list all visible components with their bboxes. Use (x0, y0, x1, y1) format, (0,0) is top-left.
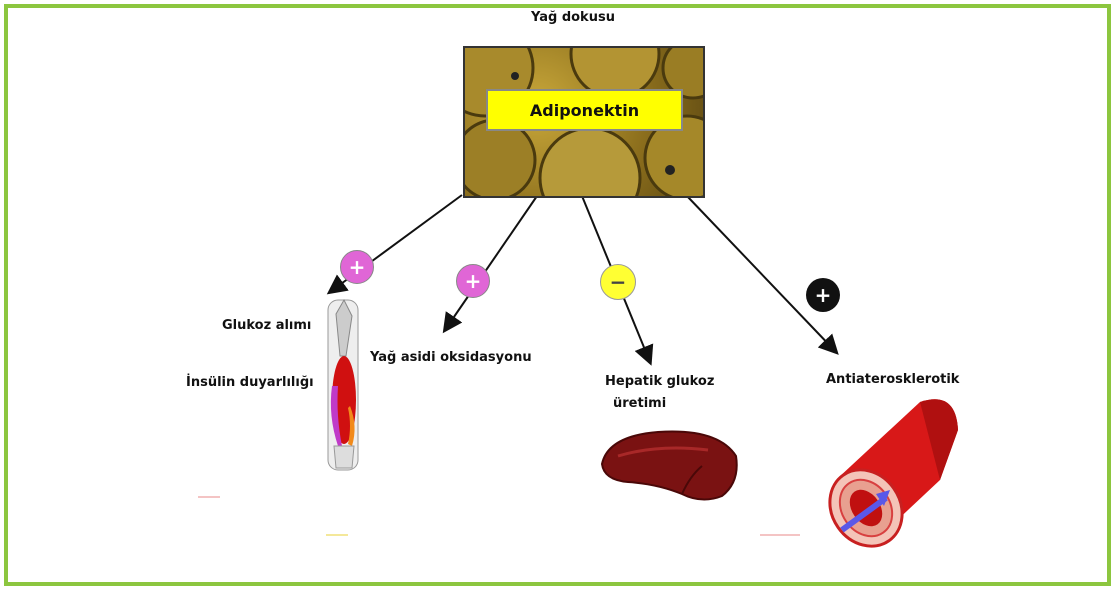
label-fatty-acid-oxidation: Yağ asidi oksidasyonu (370, 350, 532, 365)
arrow-to-artery (687, 196, 836, 352)
decor-mark (326, 534, 348, 536)
sign-liver: − (600, 264, 636, 300)
label-hepatic-glucose: Hepatik glukoz (605, 374, 714, 389)
decor-mark (198, 496, 220, 498)
label-hepatic-production: üretimi (613, 396, 666, 411)
decor-mark (760, 534, 800, 536)
sign-artery: + (806, 278, 840, 312)
artery-illustration (820, 390, 962, 550)
liver-illustration (598, 426, 740, 506)
source-title: Yağ dokusu (531, 10, 615, 25)
label-antiatherosclerotic: Antiaterosklerotik (826, 372, 959, 387)
label-glucose-uptake: Glukoz alımı (222, 318, 311, 333)
label-insulin-sensitivity: İnsülin duyarlılığı (186, 375, 314, 390)
sign-muscle: + (340, 250, 374, 284)
sign-fatty-acid: + (456, 264, 490, 298)
arrow-to-fatty-acid (445, 196, 537, 330)
muscle-illustration (322, 296, 366, 474)
hormone-banner: Adiponektin (486, 89, 683, 131)
